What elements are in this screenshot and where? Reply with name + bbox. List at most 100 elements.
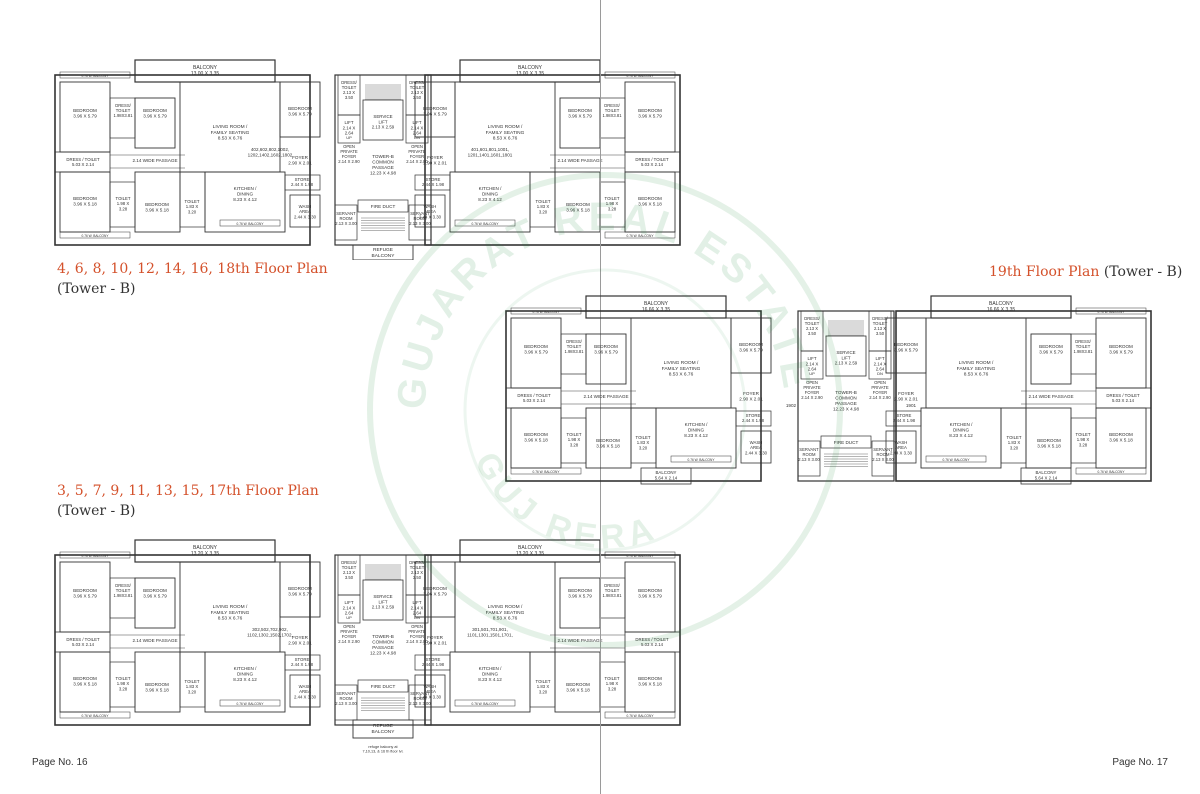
balcony-strip-label: 0.76 W. BALCONY (1098, 310, 1126, 314)
bedroom-e (279, 561, 321, 618)
plan-title-even-floors: 4, 6, 8, 10, 12, 14, 16, 18th Floor Plan… (57, 259, 328, 299)
bedroom-e (414, 561, 456, 618)
balcony-strip-label: 0.76 W. BALCONY (237, 702, 265, 706)
balcony-strip-bottom (1075, 467, 1147, 475)
page-number-left: Page No. 16 (32, 757, 88, 768)
refuge-balcony (352, 719, 414, 739)
balcony-strip-label: 0.76 W. BALCONY (472, 222, 500, 226)
balcony-strip-bottom-2 (670, 455, 732, 463)
bedroom-e (279, 81, 321, 138)
kitchen (204, 651, 286, 713)
store (414, 174, 451, 191)
store (284, 654, 321, 671)
stair-down-label: DN (877, 371, 883, 376)
bedroom-b (134, 97, 176, 149)
balcony-strip-label: 0.76 W. BALCONY (472, 702, 500, 706)
balcony-strip (59, 551, 131, 559)
servant-room-2 (408, 684, 432, 721)
core-outline (334, 554, 432, 726)
servant-room (334, 204, 358, 241)
bedroom-b (585, 333, 627, 385)
passage-label: 2.14 WIDE PASSAGE (1028, 394, 1073, 399)
plan-title-main: 19th Floor Plan (989, 264, 1100, 280)
stair-up-label: UP (346, 615, 352, 620)
passage-label: 2.14 WIDE PASSAGE (557, 638, 602, 643)
passage-label: 2.14 WIDE PASSAGE (132, 158, 177, 163)
balcony-strip-bottom (604, 231, 676, 239)
balcony-strip-label: 0.76 W. BALCONY (627, 74, 655, 78)
balcony-strip-label: 0.76 W. BALCONY (82, 74, 110, 78)
lift-2 (868, 350, 892, 380)
flat-numbers-left: 402,602,802,1002,1202,1402,1602,1802 (248, 147, 293, 158)
stair-down-label: DN (414, 135, 420, 140)
page-number-right: Page No. 17 (1112, 757, 1168, 768)
balcony-strip-bottom (59, 231, 131, 239)
balcony-strip-bottom-2 (925, 455, 987, 463)
balcony-strip-bottom-2 (219, 219, 281, 227)
stair-up-label: UP (346, 135, 352, 140)
store (414, 654, 451, 671)
refuge-balcony (352, 244, 414, 260)
plan-title-sub: (Tower - B) (57, 503, 136, 519)
wash-area (414, 194, 446, 228)
room-label: FIRE DUCT (371, 204, 396, 209)
wash-area (885, 430, 917, 464)
kitchen (204, 171, 286, 233)
